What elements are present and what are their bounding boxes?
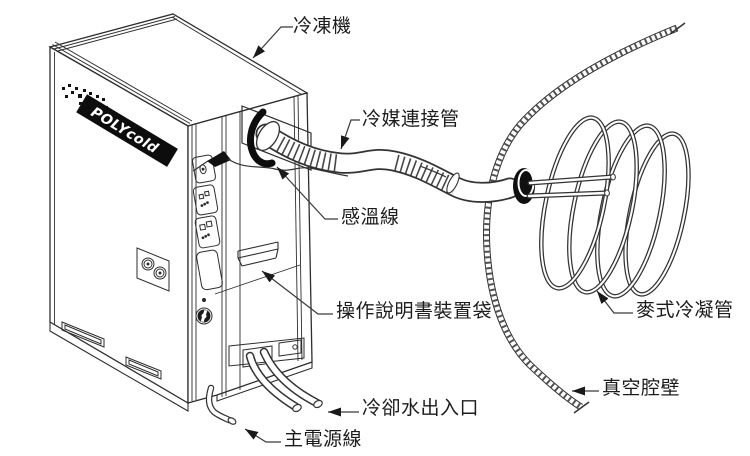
pipe-open-end bbox=[313, 399, 323, 409]
gauge-dial-left bbox=[141, 257, 155, 271]
leader-refrigerant-pipe bbox=[340, 119, 360, 150]
arc-end-tick-top bbox=[669, 22, 686, 35]
label-refrigerant-pipe: 冷媒連接管 bbox=[362, 108, 460, 130]
coil-feed-tubes bbox=[526, 173, 616, 199]
coil-feedthrough bbox=[513, 168, 616, 204]
hose-end-cuff bbox=[446, 172, 460, 194]
cooling-water-pipes bbox=[245, 347, 323, 413]
gauge-dial-right bbox=[153, 266, 167, 280]
keyhole-connector bbox=[195, 307, 213, 325]
cabinet-top-face bbox=[48, 13, 309, 127]
refrigerant-hose bbox=[255, 120, 521, 203]
label-meissner-coil: 麥式冷凝管 bbox=[636, 299, 734, 321]
document-pocket bbox=[237, 241, 279, 267]
gauge-plate bbox=[136, 247, 170, 292]
sensor-tip bbox=[207, 151, 231, 167]
hose-hook bbox=[246, 108, 276, 168]
label-sensor-wire: 感溫線 bbox=[341, 206, 400, 228]
leader-manual-pocket bbox=[261, 270, 333, 315]
leader-sensor-wire bbox=[276, 166, 338, 220]
sensor-wire bbox=[192, 151, 447, 178]
leader-lines bbox=[244, 26, 633, 443]
hose-opening bbox=[241, 105, 312, 171]
label-cooling-water: 冷卻水出入口 bbox=[362, 397, 480, 419]
vent-slots bbox=[61, 321, 162, 380]
pipe-open-end bbox=[292, 403, 302, 413]
arc-end-tick-bottom bbox=[573, 401, 590, 414]
power-cord bbox=[205, 384, 237, 425]
label-power-cord: 主電源線 bbox=[284, 428, 363, 450]
label-vacuum-wall: 真空腔壁 bbox=[602, 377, 681, 399]
label-refrigerator: 冷凍機 bbox=[293, 15, 352, 37]
refrigerator-cabinet: POLYcold bbox=[48, 13, 313, 412]
label-manual-pocket: 操作說明書裝置袋 bbox=[336, 300, 493, 322]
hose-start-cuff bbox=[255, 120, 281, 152]
cord-end-ferrule bbox=[227, 417, 237, 425]
leader-meissner-coil bbox=[596, 290, 633, 314]
vacuum-wall-arc bbox=[483, 22, 686, 414]
leader-power-cord bbox=[244, 428, 281, 443]
indicator-dot bbox=[201, 297, 207, 303]
meissner-coil bbox=[539, 115, 691, 299]
leader-refrigerator bbox=[252, 26, 293, 59]
